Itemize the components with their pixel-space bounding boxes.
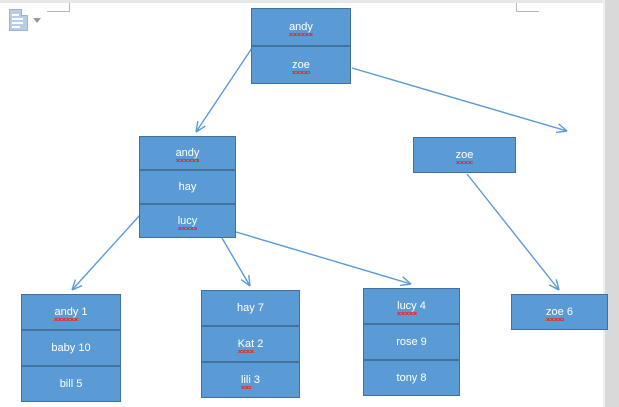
node-cell-label: zoe	[292, 59, 310, 74]
node-cell[interactable]: zoe	[251, 46, 351, 84]
node-cell[interactable]: rose 9	[363, 324, 460, 360]
node-cell[interactable]: hay	[139, 170, 236, 204]
node-cell-label: andy	[175, 147, 200, 162]
edge-root-to-left[interactable]	[195, 47, 253, 133]
node-cell-label: zoe 6	[546, 306, 573, 321]
right-branch-node[interactable]: zoe	[413, 137, 516, 173]
margin-mark-top-right	[516, 3, 539, 12]
node-cell[interactable]: andy	[139, 136, 236, 170]
page-top-edge	[0, 0, 619, 3]
leaf-node-andy[interactable]: andy 1 baby 10 bill 5	[21, 294, 121, 402]
leaf-node-hay[interactable]: hay 7 Kat 2 lili 3	[201, 290, 300, 398]
node-cell[interactable]: baby 10	[21, 330, 121, 366]
node-cell-label: zoe	[455, 149, 474, 164]
edge-left-to-leaf-lucy[interactable]	[235, 231, 412, 287]
left-branch-node[interactable]: andy hay lucy	[139, 136, 236, 238]
margin-mark-top-left	[47, 3, 70, 12]
edge-right-to-leaf-zoe[interactable]	[466, 173, 560, 291]
node-cell-label: tony 8	[396, 372, 427, 384]
node-cell-label: andy	[289, 21, 313, 36]
node-cell[interactable]: lucy	[139, 204, 236, 238]
node-cell-label: rose 9	[396, 336, 427, 348]
page-right-edge	[603, 0, 605, 407]
node-cell[interactable]: Kat 2	[201, 326, 300, 362]
node-cell-label: andy 1	[54, 306, 88, 321]
edge-root-to-right[interactable]	[351, 67, 568, 134]
node-cell-label: hay 7	[237, 302, 264, 314]
node-cell[interactable]: lili 3	[201, 362, 300, 398]
node-cell[interactable]: tony 8	[363, 360, 460, 396]
edge-left-to-leaf-hay[interactable]	[221, 237, 251, 287]
node-cell[interactable]: zoe	[413, 137, 516, 173]
node-cell[interactable]: bill 5	[21, 366, 121, 402]
edge-left-to-leaf-andy[interactable]	[71, 214, 141, 291]
leaf-node-zoe[interactable]: zoe 6	[511, 294, 608, 330]
paste-options-control[interactable]	[9, 9, 41, 31]
node-cell-label: lucy	[177, 215, 198, 230]
node-cell-label: lili 3	[241, 374, 260, 389]
node-cell[interactable]: lucy 4	[363, 288, 460, 324]
page-right-gutter	[605, 0, 619, 407]
node-cell-label: lucy 4	[397, 300, 426, 315]
chevron-down-icon[interactable]	[33, 17, 41, 23]
document-paste-icon[interactable]	[9, 9, 28, 31]
root-node[interactable]: andy zoe	[251, 8, 351, 84]
node-cell[interactable]: andy 1	[21, 294, 121, 330]
node-cell-label: bill 5	[59, 378, 83, 390]
node-cell-label: Kat 2	[237, 338, 264, 353]
node-cell[interactable]: andy	[251, 8, 351, 46]
node-cell-label: baby 10	[51, 342, 91, 354]
node-cell[interactable]: zoe 6	[511, 294, 608, 330]
node-cell[interactable]: hay 7	[201, 290, 300, 326]
leaf-node-lucy[interactable]: lucy 4 rose 9 tony 8	[363, 288, 460, 396]
node-cell-label: hay	[178, 181, 197, 193]
